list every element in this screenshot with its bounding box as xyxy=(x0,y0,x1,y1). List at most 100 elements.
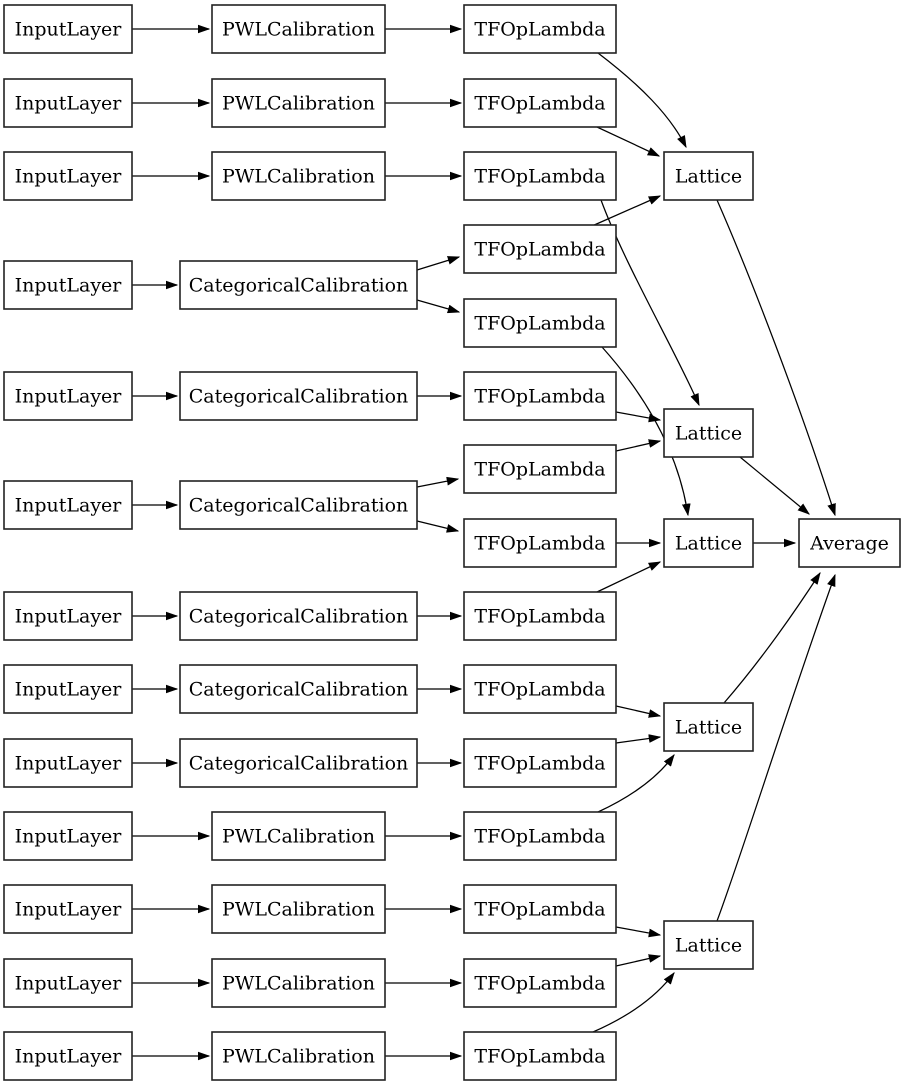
tfop-lambda-label: TFOpLambda xyxy=(474,972,605,994)
tfop-lambda-box xyxy=(463,884,617,934)
categorical-calibration-label: CategoricalCalibration xyxy=(189,274,409,296)
node-input-layer-in4: InputLayer xyxy=(3,260,133,310)
lattice-label: Lattice xyxy=(675,716,742,738)
edge-lat2-to-avg xyxy=(739,456,810,515)
lattice-label: Lattice xyxy=(675,422,742,444)
edge-cal6-to-tf7 xyxy=(416,476,460,488)
edge-tf11-to-lat4 xyxy=(615,734,662,744)
node-tfop-lambda-tf5: TFOpLambda xyxy=(463,298,617,348)
categorical-calibration-label: CategoricalCalibration xyxy=(189,385,409,407)
node-tfop-lambda-tf9: TFOpLambda xyxy=(463,591,617,641)
average-label: Average xyxy=(809,532,889,554)
input-layer-label: InputLayer xyxy=(15,494,123,516)
node-input-layer-in1: InputLayer xyxy=(3,4,133,54)
pwlcalibration-label: PWLCalibration xyxy=(222,825,375,847)
tfop-lambda-label: TFOpLambda xyxy=(474,92,605,114)
edge-tf5-to-lat3 xyxy=(601,346,691,517)
node-lattice-lat5: Lattice xyxy=(663,920,754,970)
node-tfop-lambda-tf2: TFOpLambda xyxy=(463,78,617,128)
pwlcalibration-box xyxy=(211,78,386,128)
tfop-lambda-box xyxy=(463,738,617,788)
node-tfop-lambda-tf6: TFOpLambda xyxy=(463,371,617,421)
edge-tf12-to-lat4 xyxy=(597,753,675,813)
edge-cal4-to-tf5 xyxy=(416,299,461,314)
tfop-lambda-box xyxy=(463,518,617,568)
node-categorical-calibration-cal6: CategoricalCalibration xyxy=(179,480,418,530)
edges-layer xyxy=(132,24,836,1061)
tfop-lambda-label: TFOpLambda xyxy=(474,18,605,40)
edge-tf13-to-lat5 xyxy=(615,926,662,938)
tfop-lambda-box xyxy=(463,591,617,641)
lattice-box xyxy=(663,151,754,201)
tfop-lambda-box xyxy=(463,444,617,494)
node-tfop-lambda-tf14: TFOpLambda xyxy=(463,958,617,1008)
tfop-lambda-label: TFOpLambda xyxy=(474,165,605,187)
edge-tf10-to-lat4 xyxy=(615,705,662,718)
input-layer-box xyxy=(3,884,133,934)
tfop-lambda-label: TFOpLambda xyxy=(474,1045,605,1067)
node-input-layer-in7: InputLayer xyxy=(3,591,133,641)
node-tfop-lambda-tf3: TFOpLambda xyxy=(463,151,617,201)
edge-tf7-to-lat2 xyxy=(615,439,662,452)
pwlcalibration-box xyxy=(211,811,386,861)
edge-tf6-to-lat2 xyxy=(615,411,662,423)
node-tfop-lambda-tf10: TFOpLambda xyxy=(463,664,617,714)
pwlcalibration-label: PWLCalibration xyxy=(222,92,375,114)
input-layer-label: InputLayer xyxy=(15,385,123,407)
node-input-layer-in8: InputLayer xyxy=(3,664,133,714)
lattice-box xyxy=(663,920,754,970)
pwlcalibration-label: PWLCalibration xyxy=(222,972,375,994)
categorical-calibration-box xyxy=(179,738,418,788)
input-layer-box xyxy=(3,738,133,788)
input-layer-box xyxy=(3,1031,133,1081)
pwlcalibration-label: PWLCalibration xyxy=(222,898,375,920)
categorical-calibration-label: CategoricalCalibration xyxy=(189,494,409,516)
tfop-lambda-box xyxy=(463,664,617,714)
tfop-lambda-label: TFOpLambda xyxy=(474,678,605,700)
tfop-lambda-label: TFOpLambda xyxy=(474,825,605,847)
input-layer-label: InputLayer xyxy=(15,825,123,847)
node-pwlcalibration-cal2: PWLCalibration xyxy=(211,78,386,128)
node-input-layer-in6: InputLayer xyxy=(3,480,133,530)
tfop-lambda-box xyxy=(463,371,617,421)
node-categorical-calibration-cal9: CategoricalCalibration xyxy=(179,738,418,788)
node-tfop-lambda-tf7: TFOpLambda xyxy=(463,444,617,494)
tfop-lambda-box xyxy=(463,811,617,861)
tfop-lambda-label: TFOpLambda xyxy=(474,312,605,334)
input-layer-box xyxy=(3,480,133,530)
edge-lat1-to-avg xyxy=(716,199,836,517)
lattice-box xyxy=(663,408,754,458)
pwlcalibration-box xyxy=(211,151,386,201)
tfop-lambda-box xyxy=(463,298,617,348)
input-layer-label: InputLayer xyxy=(15,1045,123,1067)
node-pwlcalibration-cal13: PWLCalibration xyxy=(211,1031,386,1081)
node-tfop-lambda-tf13: TFOpLambda xyxy=(463,884,617,934)
node-tfop-lambda-tf8: TFOpLambda xyxy=(463,518,617,568)
nodes-layer: InputLayerInputLayerInputLayerInputLayer… xyxy=(3,4,901,1081)
input-layer-box xyxy=(3,78,133,128)
node-pwlcalibration-cal10: PWLCalibration xyxy=(211,811,386,861)
input-layer-box xyxy=(3,591,133,641)
categorical-calibration-box xyxy=(179,260,418,310)
input-layer-label: InputLayer xyxy=(15,605,123,627)
tfop-lambda-box xyxy=(463,224,617,274)
input-layer-label: InputLayer xyxy=(15,898,123,920)
pwlcalibration-label: PWLCalibration xyxy=(222,1045,375,1067)
tfop-lambda-box xyxy=(463,4,617,54)
lattice-label: Lattice xyxy=(675,532,742,554)
input-layer-label: InputLayer xyxy=(15,18,123,40)
edge-tf1-to-lat1 xyxy=(597,52,687,149)
input-layer-label: InputLayer xyxy=(15,972,123,994)
node-average-avg: Average xyxy=(798,518,901,568)
pwlcalibration-label: PWLCalibration xyxy=(222,165,375,187)
categorical-calibration-box xyxy=(179,480,418,530)
tfop-lambda-label: TFOpLambda xyxy=(474,752,605,774)
node-categorical-calibration-cal8: CategoricalCalibration xyxy=(179,664,418,714)
edge-cal4-to-tf4 xyxy=(416,256,461,271)
node-input-layer-in13: InputLayer xyxy=(3,1031,133,1081)
lattice-label: Lattice xyxy=(675,934,742,956)
categorical-calibration-label: CategoricalCalibration xyxy=(189,605,409,627)
input-layer-label: InputLayer xyxy=(15,678,123,700)
edge-tf14-to-lat5 xyxy=(615,954,662,967)
tfop-lambda-label: TFOpLambda xyxy=(474,238,605,260)
